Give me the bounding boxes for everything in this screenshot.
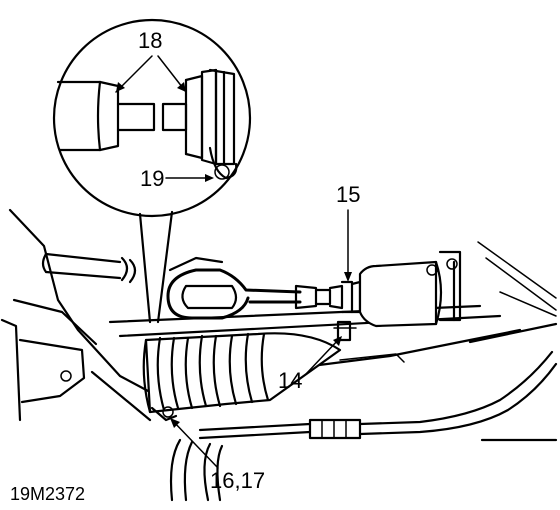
callout-18: 18 [115,28,187,93]
filter-fitting [294,280,362,314]
bg-line-1 [477,241,557,299]
fuel-line-loop [166,256,302,320]
bg-line-2 [485,257,557,311]
detail-left-pipe [56,80,156,152]
filler-hose [142,332,342,422]
bg-line-4 [468,322,558,344]
frame-bracket [18,338,86,404]
detail-leader-right [156,210,174,324]
upper-tube [41,252,137,284]
fuel-filter [358,250,462,328]
reference-code: 19M2372 [10,484,85,504]
detail-magnifier: 18 19 [52,18,252,324]
svg-text:18: 18 [138,28,162,53]
frame-upper-left [8,208,152,394]
callout-19: 19 [140,166,214,191]
svg-text:14: 14 [278,368,302,393]
frame-diagonal [90,370,152,422]
line-clip [333,320,357,342]
svg-text:16,17: 16,17 [210,468,265,493]
rail-lower [278,328,522,372]
detail-leader-left [138,212,152,324]
detail-circle [52,18,252,218]
frame-pillar-left [0,318,22,422]
lower-lines [169,350,558,502]
callout-16-17: 16,17 [170,418,265,493]
bg-line-3 [499,291,557,317]
svg-text:19: 19 [140,166,164,191]
callout-15: 15 [336,182,360,282]
main-assembly: 15 14 16,17 [0,182,558,502]
frame-mid-left [12,298,98,346]
callout-14: 14 [278,336,342,393]
svg-text:15: 15 [336,182,360,207]
